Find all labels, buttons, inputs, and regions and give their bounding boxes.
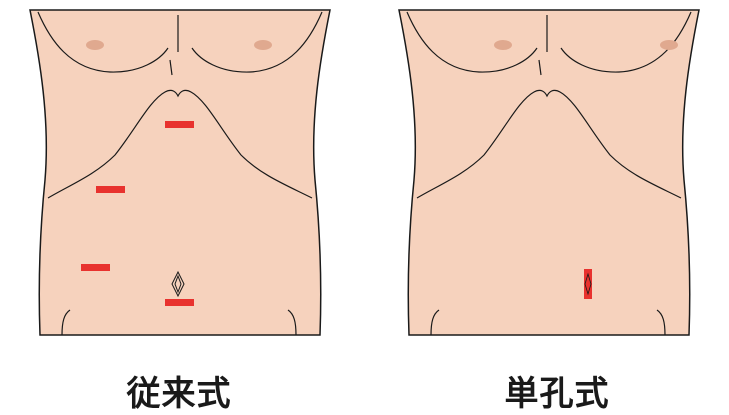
torso-body — [399, 10, 699, 335]
nipple-left-icon — [494, 40, 512, 50]
nipple-left-icon — [86, 40, 104, 50]
caption-single-port: 単孔式 — [377, 366, 729, 415]
panel-conventional: 従来式 — [0, 0, 360, 413]
torso-figure-conventional — [0, 0, 360, 340]
panel-single-port: 単孔式 — [369, 0, 729, 413]
incision-port-left-lower — [81, 264, 110, 271]
incision-port-umbilical — [165, 299, 194, 306]
caption-conventional: 従来式 — [0, 366, 359, 415]
torso-figure-single-port — [369, 0, 729, 340]
incision-port-left-upper — [96, 186, 125, 193]
incision-port-upper — [165, 121, 194, 128]
nipple-right-icon — [660, 40, 678, 50]
nipple-right-icon — [254, 40, 272, 50]
